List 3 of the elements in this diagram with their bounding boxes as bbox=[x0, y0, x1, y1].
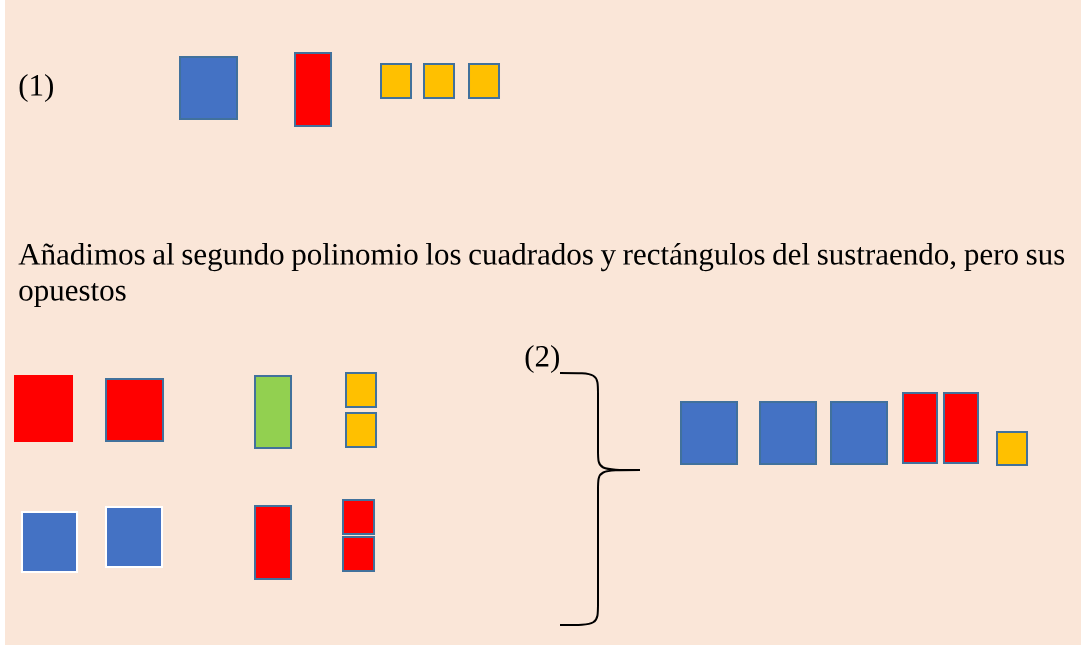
figure-label: (2) bbox=[525, 344, 559, 374]
figure-label: (1) bbox=[19, 73, 53, 103]
instruction-text: Añadimos al segundo polinomio los cuadrados y rectángulos del sustraendo, pero sus opuestos bbox=[18, 242, 1065, 308]
